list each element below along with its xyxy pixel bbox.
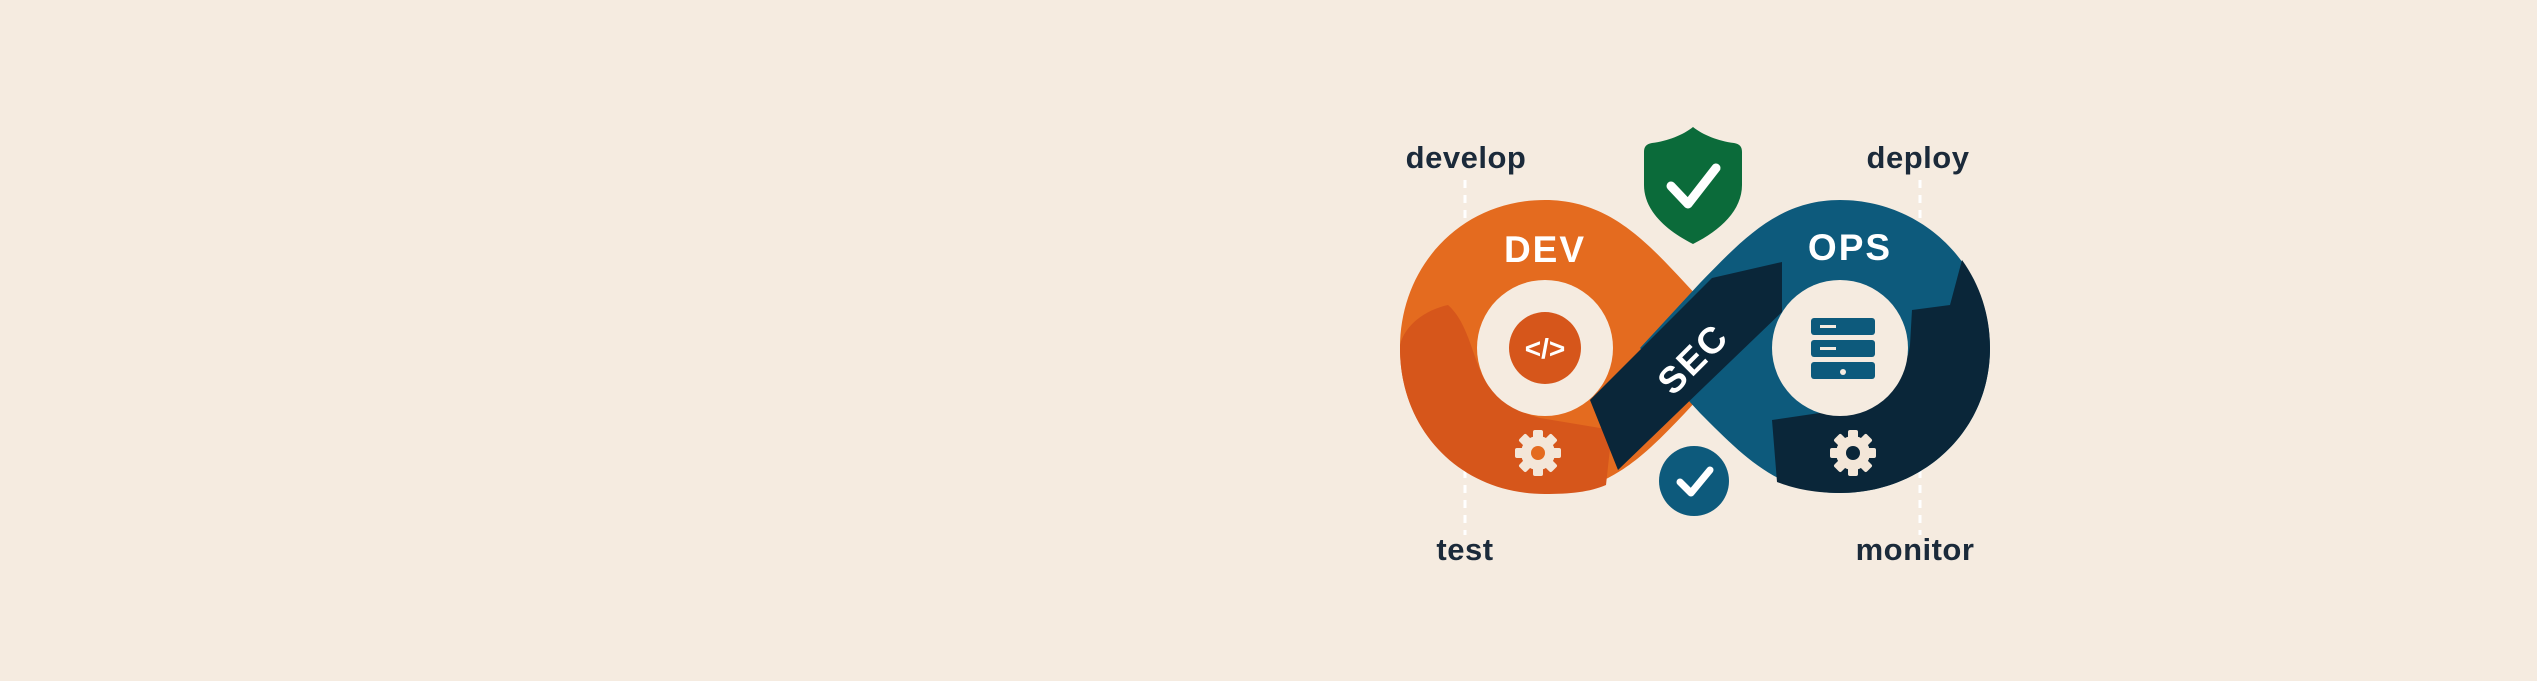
gear-icon [1515, 430, 1561, 476]
code-icon: </> [1509, 312, 1581, 384]
sec-band-shape [1590, 262, 1782, 470]
ops-loop-shade [1772, 260, 1990, 493]
dev-loop-shade [1400, 305, 1612, 494]
ops-label: OPS [1808, 227, 1892, 268]
gear-icon [1830, 430, 1876, 476]
code-glyph: </> [1525, 333, 1565, 364]
shield-check-icon [1644, 127, 1742, 244]
stage-label-monitor: monitor [1856, 532, 1975, 567]
check-circle-icon [1659, 446, 1729, 516]
stage-label-deploy: deploy [1867, 140, 1970, 175]
server-icon [1811, 318, 1875, 379]
dev-label: DEV [1504, 229, 1586, 270]
stage-label-develop: develop [1406, 140, 1527, 175]
sec-band: SEC [1590, 262, 1782, 470]
stage-connectors [1463, 180, 1922, 535]
stage-label-test: test [1436, 532, 1493, 567]
